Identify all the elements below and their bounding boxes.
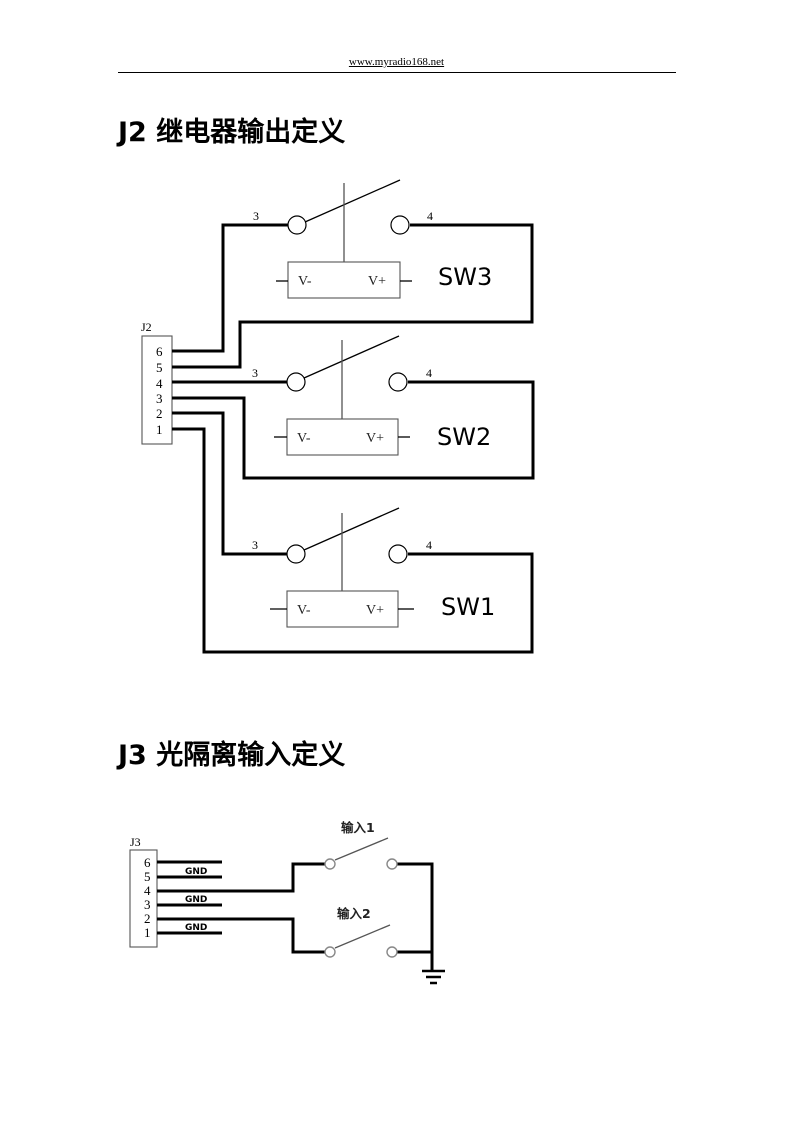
relay-sw1: 3 4 V- V+ SW1 — [252, 507, 495, 628]
input1-terminal-left — [324, 858, 336, 870]
input2-label: 输入2 — [337, 906, 371, 921]
sw2-label: SW2 — [437, 423, 491, 451]
input2-terminal-left — [324, 946, 336, 958]
sw2-terminal-4-label: 4 — [426, 366, 432, 380]
input1-terminal-right — [386, 858, 398, 870]
wire-pin6-sw3-t3 — [172, 223, 288, 353]
relay-sw3: 3 4 V- V+ SW3 — [253, 179, 492, 299]
sw1-terminal-3-label: 3 — [252, 538, 258, 552]
wire-pin3-sw2-t4 — [172, 380, 535, 480]
j3-wire-pin2-input2 — [157, 917, 325, 954]
j3-pin-5: 5 — [144, 869, 151, 884]
j3-connector-label: J3 — [130, 835, 141, 849]
j2-connector-body — [141, 335, 173, 445]
j2-connector: J2 6 5 4 3 2 1 — [141, 320, 173, 445]
sw2-coil-plus: V+ — [366, 431, 384, 446]
j3-common-wire — [397, 862, 434, 970]
sw3-coil — [287, 261, 401, 299]
sw1-coil — [286, 590, 399, 628]
header-divider — [118, 72, 676, 73]
j3-pin-1: 1 — [144, 925, 151, 940]
sw2-coil — [286, 418, 399, 456]
j2-pin-5: 5 — [156, 360, 163, 375]
sw2-contact-arm — [303, 335, 400, 379]
j3-pin-3: 3 — [144, 897, 151, 912]
input1-switch-arm — [334, 837, 389, 861]
wire-pin1-sw1-t4 — [172, 427, 534, 654]
input1-label: 输入1 — [341, 820, 375, 835]
sw2-terminal-3 — [286, 372, 306, 392]
sw3-terminal-3 — [287, 215, 307, 235]
ground-icon — [422, 969, 445, 985]
j3-connector-body — [129, 849, 158, 948]
gnd-label-1: GND — [185, 867, 207, 877]
j3-schematic: J3 6 5 4 3 2 1 GND GND GND 输入1 输入2 — [129, 820, 445, 985]
wire-pin2-sw1-t3 — [172, 411, 287, 556]
sw3-coil-minus: V- — [298, 274, 312, 289]
j2-pin-3: 3 — [156, 391, 163, 406]
input2-switch-arm — [334, 924, 391, 949]
header-url[interactable]: www.myradio168.net — [348, 56, 445, 68]
sw3-contact-arm — [304, 179, 401, 223]
j3-pin-6: 6 — [144, 855, 151, 870]
sw2-coil-minus: V- — [297, 431, 311, 446]
sw1-terminal-3 — [286, 544, 306, 564]
sw1-terminal-4-label: 4 — [426, 538, 432, 552]
j2-connector-label: J2 — [141, 320, 152, 334]
section-title-j2: J2 继电器输出定义 — [118, 117, 346, 148]
sw1-terminal-4 — [388, 544, 408, 564]
sw2-terminal-3-label: 3 — [252, 366, 258, 380]
j3-pin-4: 4 — [144, 883, 151, 898]
relay-sw2: 3 4 V- V+ SW2 — [252, 335, 491, 456]
sw3-terminal-3-label: 3 — [253, 209, 259, 223]
j2-pin-4: 4 — [156, 376, 163, 391]
input2-terminal-right — [386, 946, 398, 958]
sw1-contact-arm — [303, 507, 400, 551]
j2-pin-6: 6 — [156, 344, 163, 359]
gnd-label-3: GND — [185, 923, 207, 933]
j3-pin-2: 2 — [144, 911, 151, 926]
section-title-j3: J3 光隔离输入定义 — [118, 740, 346, 771]
j3-wire-pin4-input1 — [157, 862, 325, 893]
sw3-coil-plus: V+ — [368, 274, 386, 289]
sw1-coil-minus: V- — [297, 603, 311, 618]
j2-pin-1: 1 — [156, 422, 163, 437]
sw3-terminal-4-label: 4 — [427, 209, 433, 223]
sw1-coil-plus: V+ — [366, 603, 384, 618]
sw3-label: SW3 — [438, 263, 492, 291]
j2-pin-2: 2 — [156, 406, 163, 421]
wire-pin5-sw3-t4 — [172, 223, 534, 369]
sw3-terminal-4 — [390, 215, 410, 235]
gnd-label-2: GND — [185, 895, 207, 905]
sw2-terminal-4 — [388, 372, 408, 392]
sw1-label: SW1 — [441, 593, 495, 621]
